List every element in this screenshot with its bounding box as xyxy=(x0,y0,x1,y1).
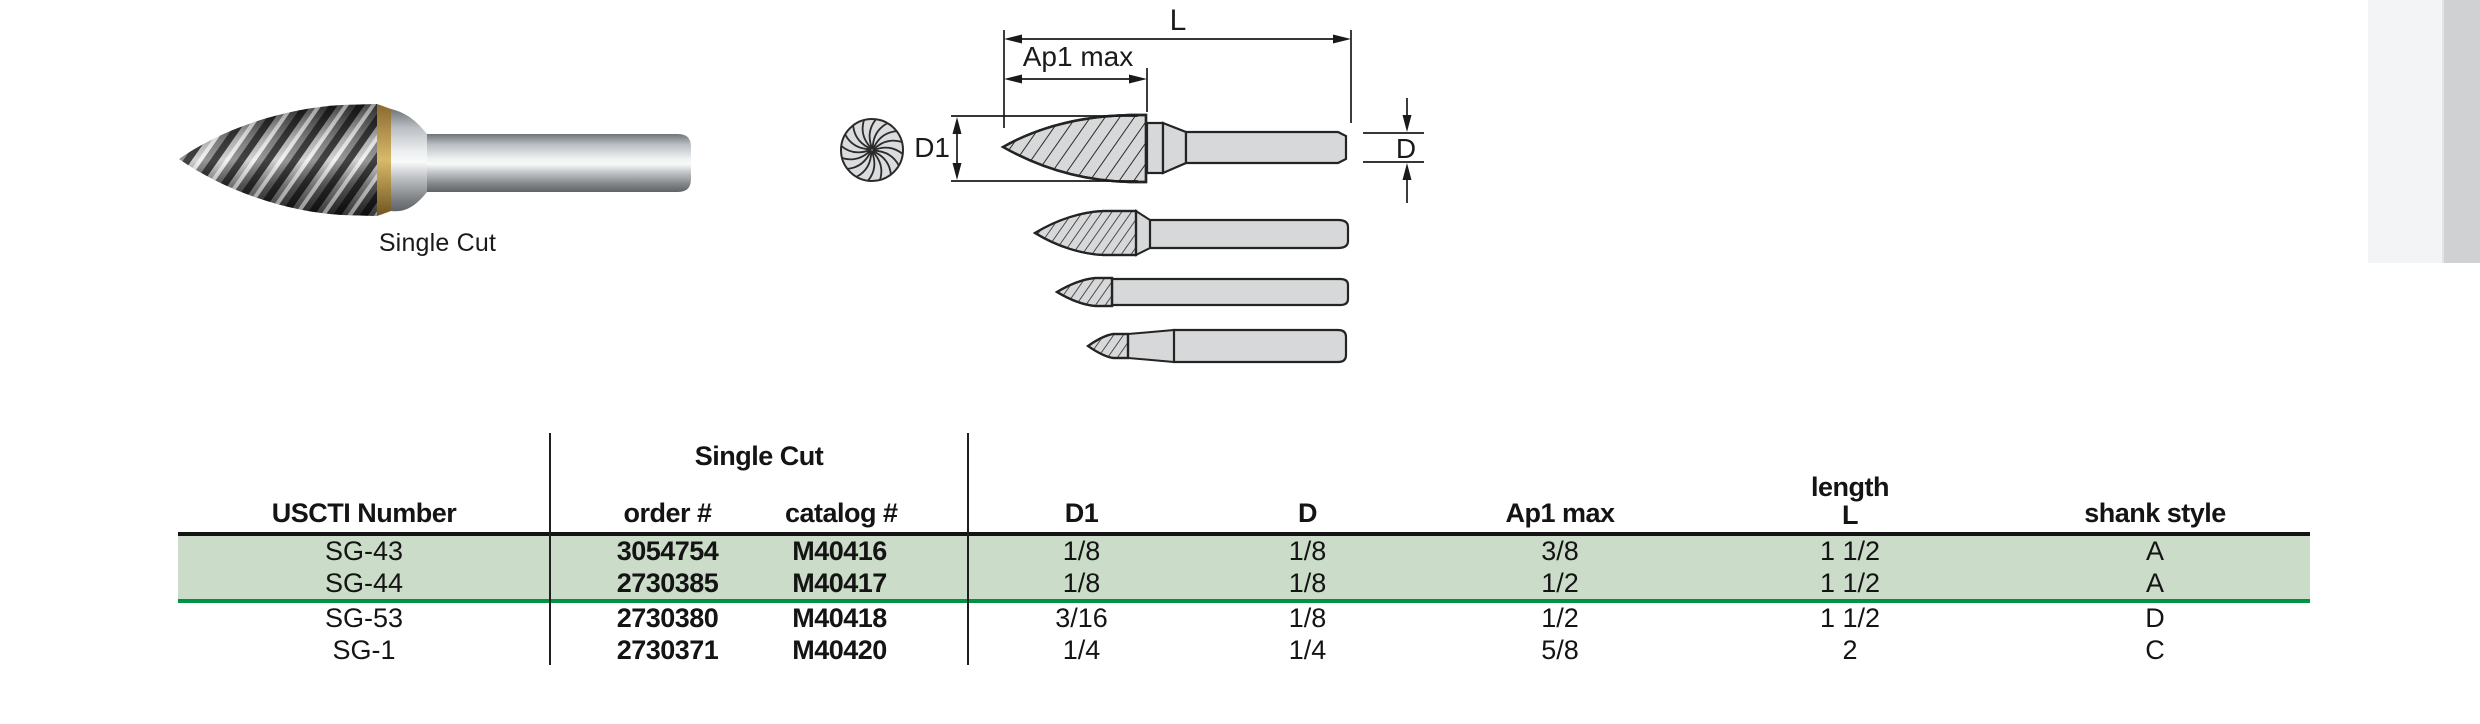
table-row: SG-44 2730385 M40417 1/8 1/8 1/2 1 1/2 A xyxy=(178,567,2310,599)
header-group-single-cut: Single Cut xyxy=(694,441,824,471)
cell-d1: 1/8 xyxy=(1062,536,1101,566)
cell-l: 1 1/2 xyxy=(1819,567,1881,598)
dim-label-d: D xyxy=(1396,133,1416,164)
cell-order: 2730371 xyxy=(616,634,719,665)
cell-uscti: SG-1 xyxy=(332,634,396,665)
column-divider xyxy=(967,433,969,665)
dim-label-ap1: Ap1 max xyxy=(1023,41,1134,72)
bur-photo xyxy=(179,104,691,216)
photo-caption: Single Cut xyxy=(378,229,497,257)
header-length-l: length L xyxy=(1700,473,2000,532)
cell-l: 1 1/2 xyxy=(1819,536,1881,566)
header-shank: shank style xyxy=(2084,498,2226,528)
cell-ap1: 1/2 xyxy=(1541,567,1579,598)
table-header: USCTI Number Single Cut order # catalog … xyxy=(178,433,2310,532)
cell-shank: D xyxy=(2145,603,2165,633)
cell-uscti: SG-43 xyxy=(324,536,404,566)
cell-catalog: M40417 xyxy=(792,567,887,598)
cell-order: 2730380 xyxy=(616,603,719,633)
cell-d: 1/8 xyxy=(1288,603,1327,633)
page-edge-light xyxy=(2368,0,2442,263)
cell-catalog: M40416 xyxy=(792,536,887,566)
cell-d: 1/4 xyxy=(1288,634,1327,665)
highlight-rule xyxy=(178,599,2310,603)
bur-side-view xyxy=(1000,113,1348,184)
cell-uscti: SG-53 xyxy=(324,603,404,633)
cell-uscti: SG-44 xyxy=(324,567,404,598)
cell-d1: 1/8 xyxy=(1062,567,1101,598)
cell-shank: C xyxy=(2145,634,2165,665)
cell-l: 1 1/2 xyxy=(1819,603,1881,633)
header-d1: D1 xyxy=(1064,498,1099,528)
cell-d1: 1/4 xyxy=(1062,634,1101,665)
cell-d: 1/8 xyxy=(1288,567,1327,598)
header-d: D xyxy=(1298,498,1318,528)
bur-size-variants xyxy=(1032,209,1350,364)
header-catalog: catalog # xyxy=(785,498,898,528)
spec-table: USCTI Number Single Cut order # catalog … xyxy=(178,433,2310,666)
cell-shank: A xyxy=(2145,567,2164,598)
header-rule xyxy=(178,532,2310,536)
cell-order: 2730385 xyxy=(616,567,719,598)
dim-label-d1: D1 xyxy=(914,132,950,163)
cell-ap1: 1/2 xyxy=(1541,603,1579,633)
technical-drawing: L Ap1 max D1 D xyxy=(839,4,1424,364)
header-order: order # xyxy=(623,498,712,528)
column-divider xyxy=(549,433,551,665)
header-ap1: Ap1 max xyxy=(1505,498,1615,528)
table-row: SG-53 2730380 M40418 3/16 1/8 1/2 1 1/2 … xyxy=(178,603,2310,635)
bur-photo-shank xyxy=(391,109,691,212)
header-uscti: USCTI Number xyxy=(271,498,457,528)
cell-l: 2 xyxy=(1842,634,1858,665)
cell-ap1: 3/8 xyxy=(1541,536,1579,566)
cell-shank: A xyxy=(2145,536,2164,566)
dim-label-l: L xyxy=(1170,4,1187,37)
cell-d1: 3/16 xyxy=(1055,603,1108,633)
header-group-wrap: Single Cut order # catalog # xyxy=(550,433,968,532)
table-row: SG-1 2730371 M40420 1/4 1/4 5/8 2 C xyxy=(178,635,2310,667)
bur-photo-head xyxy=(179,104,377,216)
bur-front-view-icon xyxy=(839,117,905,183)
cell-order: 3054754 xyxy=(616,536,719,566)
header-length: length xyxy=(1811,472,1890,502)
cell-catalog: M40420 xyxy=(792,634,887,665)
cell-ap1: 5/8 xyxy=(1541,634,1579,665)
dimension-lines xyxy=(951,30,1424,203)
header-l: L xyxy=(1842,500,1859,530)
table-row: SG-43 3054754 M40416 1/8 1/8 3/8 1 1/2 A xyxy=(178,536,2310,568)
page-edge-dark xyxy=(2442,0,2480,263)
cell-catalog: M40418 xyxy=(792,603,887,633)
bur-photo-gold-band xyxy=(377,104,391,216)
cell-d: 1/8 xyxy=(1288,536,1327,566)
